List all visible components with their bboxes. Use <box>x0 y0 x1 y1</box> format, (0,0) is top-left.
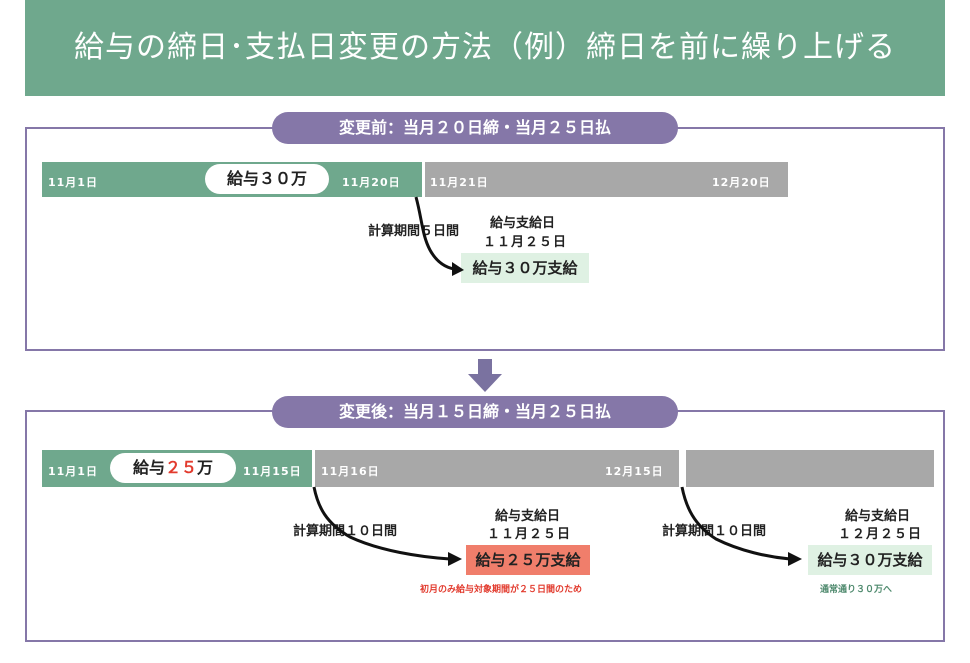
before-flow-arrow <box>414 196 464 276</box>
after-salary-badge: 給与２５万 <box>110 453 236 483</box>
after-payment-2: 給与３０万支給 <box>808 545 932 575</box>
after-salary-suffix: 万 <box>197 458 214 477</box>
after-pay-day-2: １２月２５日 <box>838 527 923 542</box>
after-salary-amount: ２５ <box>164 458 197 477</box>
before-next-period-bar <box>425 162 788 197</box>
before-salary-badge: 給与３０万 <box>205 164 329 194</box>
before-end-date: 11月20日 <box>342 176 401 189</box>
before-start-date: 11月1日 <box>48 176 98 189</box>
down-arrow-icon <box>468 359 502 392</box>
page-title: 給与の締日･支払日変更の方法（例）締日を前に繰り上げる <box>74 30 896 65</box>
before-pay-day-label: 給与支給日 <box>490 216 556 231</box>
before-payment: 給与３０万支給 <box>461 253 589 283</box>
before-next-end-date: 12月20日 <box>712 176 771 189</box>
after-pay-day-1: １１月２５日 <box>487 527 572 542</box>
after-flow-arrow-2 <box>680 486 802 566</box>
after-calc-period-2: 計算期間１０日間 <box>662 524 767 539</box>
after-salary-prefix: 給与 <box>132 458 165 477</box>
before-label: 変更前：当月２０日締・当月２５日払 <box>272 112 678 144</box>
after-panel <box>25 410 945 642</box>
title-bar: 給与の締日･支払日変更の方法（例）締日を前に繰り上げる <box>25 0 945 96</box>
before-calc-period: 計算期間５日間 <box>368 224 460 239</box>
before-pay-day: １１月２５日 <box>483 235 568 250</box>
after-next-start-date: 11月16日 <box>321 465 380 478</box>
after-next-end-date: 12月15日 <box>605 465 664 478</box>
after-pay-day-label-1: 給与支給日 <box>495 509 561 524</box>
after-flow-arrow-1 <box>312 486 462 566</box>
after-note-2: 通常通り３０万へ <box>820 585 893 595</box>
after-following-period-bar <box>686 450 934 487</box>
after-label: 変更後：当月１５日締・当月２５日払 <box>272 396 678 428</box>
after-calc-period-1: 計算期間１０日間 <box>293 524 398 539</box>
before-next-start-date: 11月21日 <box>430 176 489 189</box>
after-end-date: 11月15日 <box>243 465 302 478</box>
after-payment-1: 給与２５万支給 <box>466 545 590 575</box>
after-next-period-bar <box>315 450 679 487</box>
after-pay-day-label-2: 給与支給日 <box>845 509 911 524</box>
after-note-1: 初月のみ給与対象期間が２５日間のため <box>420 585 583 595</box>
after-start-date: 11月1日 <box>48 465 98 478</box>
